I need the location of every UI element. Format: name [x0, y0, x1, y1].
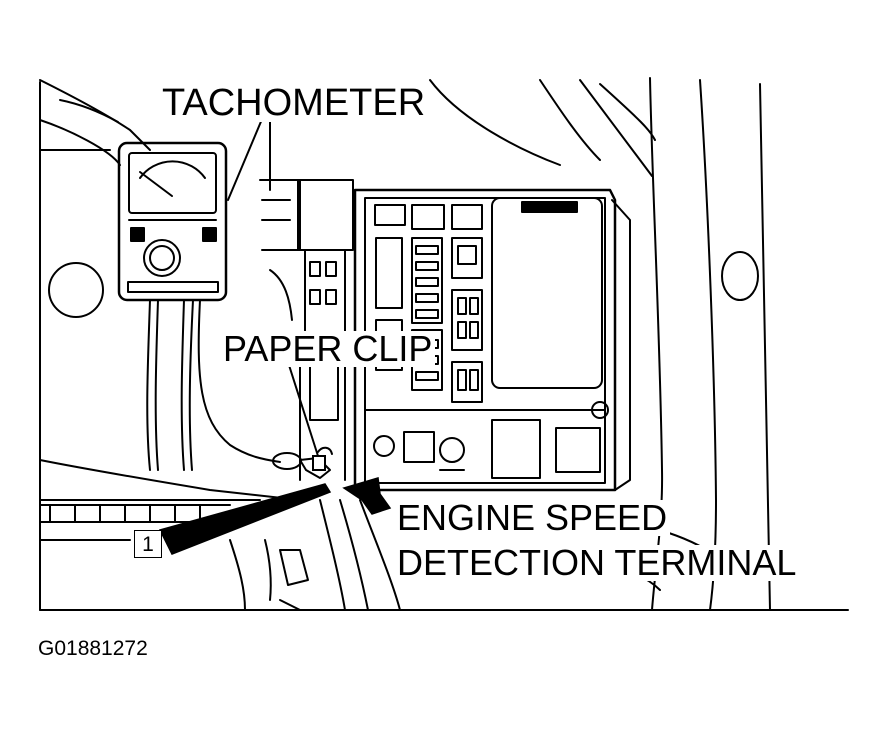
engine-speed-label-line1: ENGINE SPEED	[394, 500, 671, 536]
tachometer-label: TACHOMETER	[158, 84, 430, 122]
body-hole-right	[721, 251, 759, 301]
terminal-clip	[312, 455, 326, 471]
callout-arrow	[158, 483, 332, 555]
figure-code: G01881272	[38, 637, 148, 660]
tachometer-meter	[117, 141, 281, 471]
terminal-arrow	[342, 477, 392, 515]
paper-clip-label: PAPER CLIP	[220, 331, 436, 367]
paper-clip-leader	[287, 361, 319, 457]
body-hole-left	[48, 262, 104, 318]
tachometer-leader	[227, 111, 266, 201]
engine-bay-outline	[39, 77, 849, 611]
callout-number-box: 1	[134, 530, 162, 558]
engine-speed-label-line2: DETECTION TERMINAL	[394, 545, 800, 581]
